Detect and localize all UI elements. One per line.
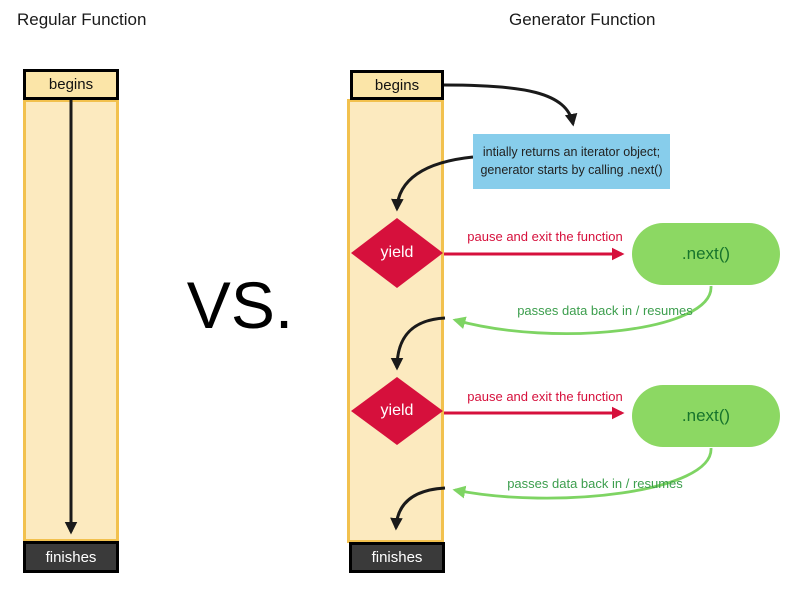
pause-label-1: pause and exit the function — [467, 229, 623, 244]
yield-label-2: yield — [380, 402, 414, 419]
regular-finishes-box: finishes — [23, 541, 119, 573]
next-label-2: .next() — [681, 406, 731, 425]
yield-label-1: yield — [380, 244, 414, 261]
iterator-note-box: intially returns an iterator object; gen… — [473, 134, 670, 189]
generator-function-lane — [347, 99, 444, 543]
begins-to-note-arrow — [443, 83, 578, 127]
iterator-note-line1: intially returns an iterator object; — [482, 145, 661, 159]
next-pill-2: .next() — [632, 385, 780, 447]
vs-label: VS. — [186, 268, 294, 342]
iterator-note-line2: generator starts by calling .next() — [480, 162, 663, 177]
regular-finishes-label: finishes — [45, 548, 97, 566]
regular-function-title: Regular Function — [17, 10, 147, 29]
pause-label-2: pause and exit the function — [467, 389, 623, 404]
generator-finishes-box: finishes — [349, 542, 445, 573]
resume-label-2: passes data back in / resumes — [507, 476, 683, 491]
regular-function-lane — [23, 99, 119, 542]
next-label-1: .next() — [681, 244, 731, 263]
generator-begins-box: begins — [350, 70, 444, 100]
resume-label-1: passes data back in / resumes — [517, 303, 693, 318]
regular-begins-label: begins — [48, 76, 94, 93]
next-pill-1: .next() — [632, 223, 780, 285]
generator-finishes-label: finishes — [371, 549, 423, 566]
generator-begins-label: begins — [374, 76, 420, 94]
regular-begins-box: begins — [23, 69, 119, 100]
generator-function-title: Generator Function — [509, 10, 656, 29]
